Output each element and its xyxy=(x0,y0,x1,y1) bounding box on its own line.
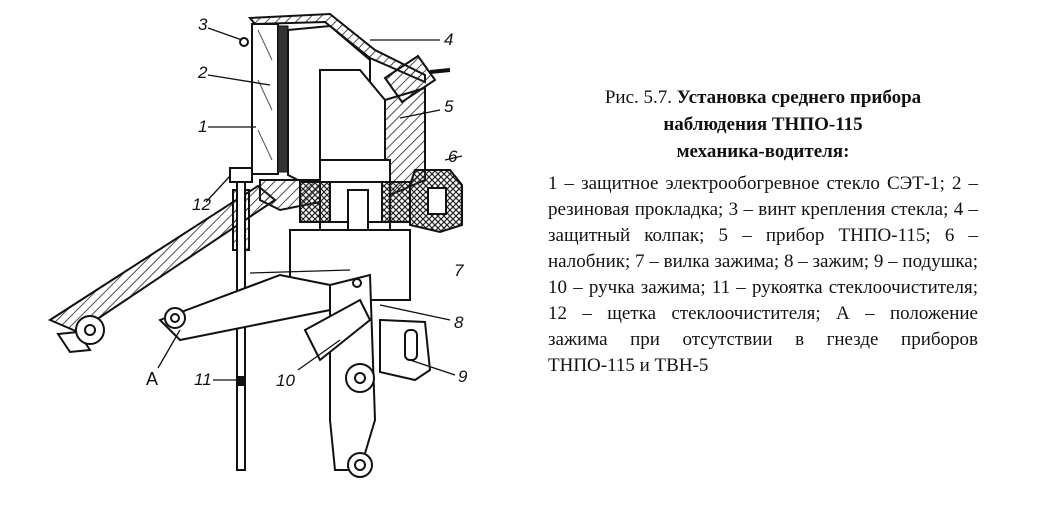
label-2: 2 xyxy=(197,63,208,82)
label-12: 12 xyxy=(192,195,211,214)
protective-cap xyxy=(247,12,451,104)
brow-pad xyxy=(409,169,463,234)
caption-title-line1: Установка среднего прибора xyxy=(676,87,922,108)
label-10: 10 xyxy=(276,371,295,390)
label-6: 6 xyxy=(448,147,458,166)
label-1: 1 xyxy=(198,117,207,136)
label-3: 3 xyxy=(198,15,208,34)
leader-lines xyxy=(157,27,463,381)
label-8: 8 xyxy=(454,313,464,332)
label-7: 7 xyxy=(454,261,464,280)
clamp-assembly xyxy=(158,189,432,478)
label-4: 4 xyxy=(444,30,453,49)
label-9: 9 xyxy=(458,367,468,386)
figure-caption: Рис. 5.7. Установка среднего прибора наб… xyxy=(548,84,978,379)
caption-title-line3: механика-водителя: xyxy=(676,141,850,162)
label-a: A xyxy=(146,369,158,389)
hull-plate xyxy=(47,184,277,354)
heated-glass xyxy=(239,23,289,175)
label-11: 11 xyxy=(194,370,212,389)
technical-drawing: 3 2 1 4 5 6 7 8 9 10 11 12 A xyxy=(30,0,530,503)
caption-title-line2: наблюдения ТНПО-115 xyxy=(663,114,863,135)
caption-body: 1 – защитное электрообогревное стекло СЭ… xyxy=(548,173,978,376)
caption-prefix: Рис. 5.7. xyxy=(604,87,672,108)
caption-title: Рис. 5.7. Установка среднего прибора наб… xyxy=(548,84,978,165)
label-5: 5 xyxy=(444,97,454,116)
